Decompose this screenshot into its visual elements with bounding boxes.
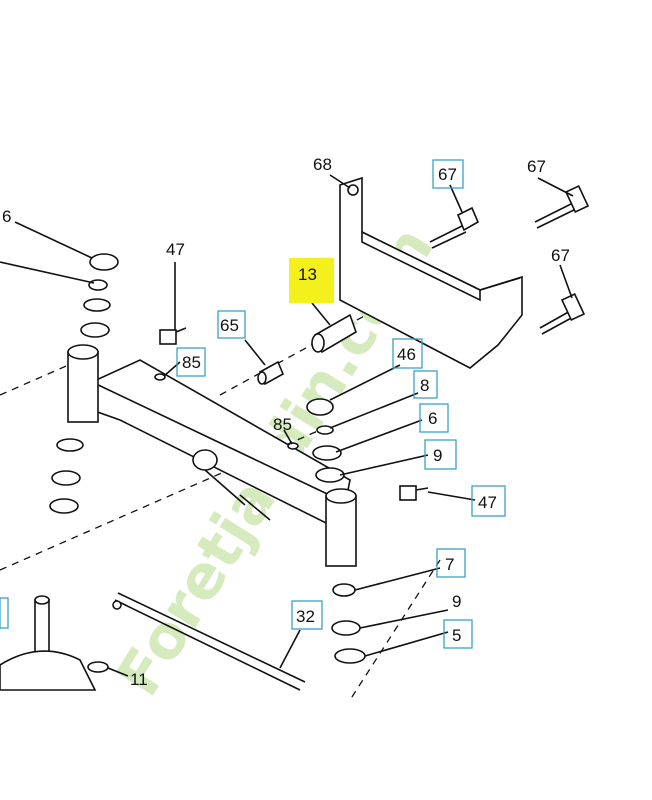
highlight-13	[289, 258, 334, 303]
axis-line-left	[0, 359, 81, 396]
grease-fitting-47-right	[399, 485, 429, 501]
pin-65	[257, 360, 285, 386]
label-7[interactable]: 7	[445, 555, 454, 574]
label-68[interactable]: 68	[313, 155, 332, 174]
label-47-right[interactable]: 47	[478, 493, 497, 512]
bolt-67-bottom	[539, 293, 586, 335]
label-67-box[interactable]: 67	[438, 165, 457, 184]
label-9-upper[interactable]: 9	[433, 446, 442, 465]
label-9-lower[interactable]: 9	[452, 592, 461, 611]
label-46[interactable]: 46	[397, 345, 416, 364]
axis-line-spindle	[349, 559, 441, 701]
label-5[interactable]: 5	[452, 626, 461, 645]
spacer-13	[311, 313, 357, 354]
label-8[interactable]: 8	[420, 376, 429, 395]
label-67-lower[interactable]: 67	[551, 246, 570, 265]
label-32[interactable]: 32	[296, 607, 315, 626]
label-67-mid[interactable]: 67	[527, 157, 546, 176]
spindle-lower-left	[0, 595, 109, 691]
label-65[interactable]: 65	[220, 316, 239, 335]
label-6-left[interactable]: 6	[2, 207, 11, 226]
bolt-67-mid	[534, 185, 590, 229]
label-11[interactable]: 11	[130, 670, 148, 689]
bolt-67-top	[429, 206, 480, 249]
label-13[interactable]: 13	[298, 265, 317, 284]
label-6[interactable]: 6	[428, 409, 437, 428]
label-85-right[interactable]: 85	[273, 415, 292, 434]
label-85-left[interactable]: 85	[182, 353, 201, 372]
tie-rod-32	[112, 592, 306, 691]
pin-85-left	[154, 373, 166, 381]
pin-85-right	[287, 442, 299, 450]
label-boxes	[0, 159, 506, 649]
label-47-top[interactable]: 47	[166, 240, 185, 259]
front-axle	[67, 344, 357, 567]
leader-lines	[0, 174, 574, 677]
grease-fitting-47-top	[159, 327, 187, 345]
bracket-68	[339, 176, 523, 369]
